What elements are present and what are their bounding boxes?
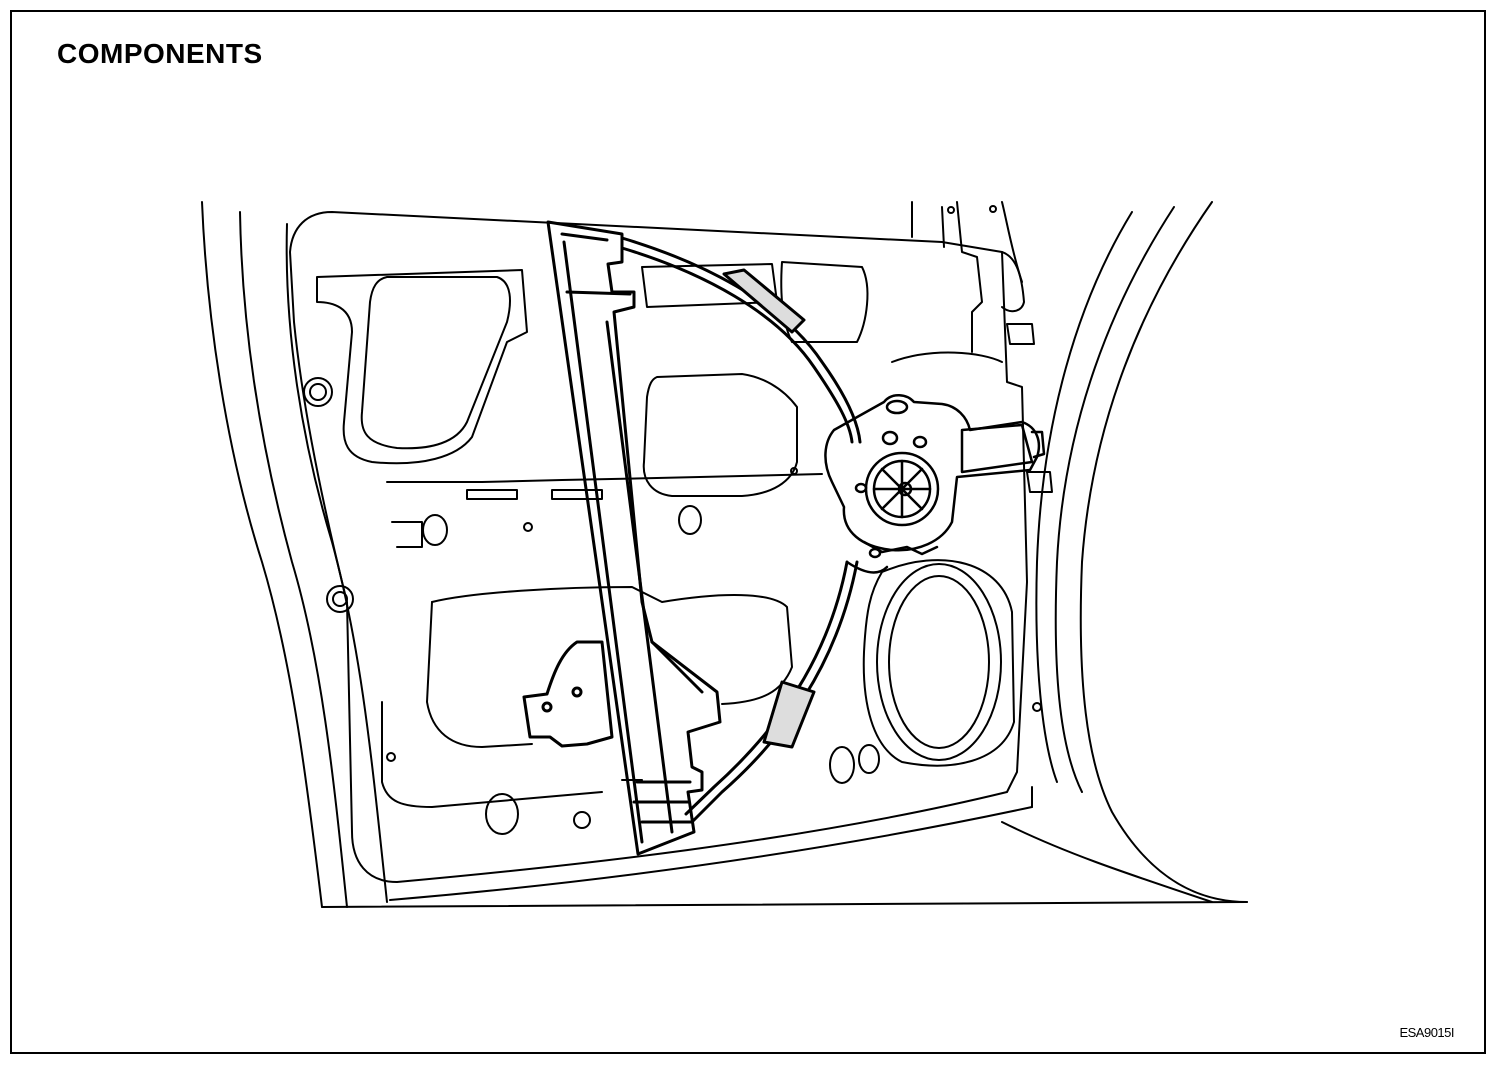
window-regulator-rail: [548, 222, 720, 854]
figure-code: ESA9015I: [1399, 1025, 1454, 1040]
figure-frame: COMPONENTS: [10, 10, 1486, 1054]
door-inner-panel: [290, 202, 1052, 882]
door-panel-illustration: [12, 12, 1488, 1056]
page-title: COMPONENTS: [57, 38, 263, 69]
door-outer-frame: [202, 202, 1247, 907]
regulator-motor: [825, 395, 1044, 572]
regulator-cable: [622, 238, 860, 822]
speaker-mount: [864, 560, 1014, 765]
regulator-lower-bracket: [524, 642, 612, 746]
